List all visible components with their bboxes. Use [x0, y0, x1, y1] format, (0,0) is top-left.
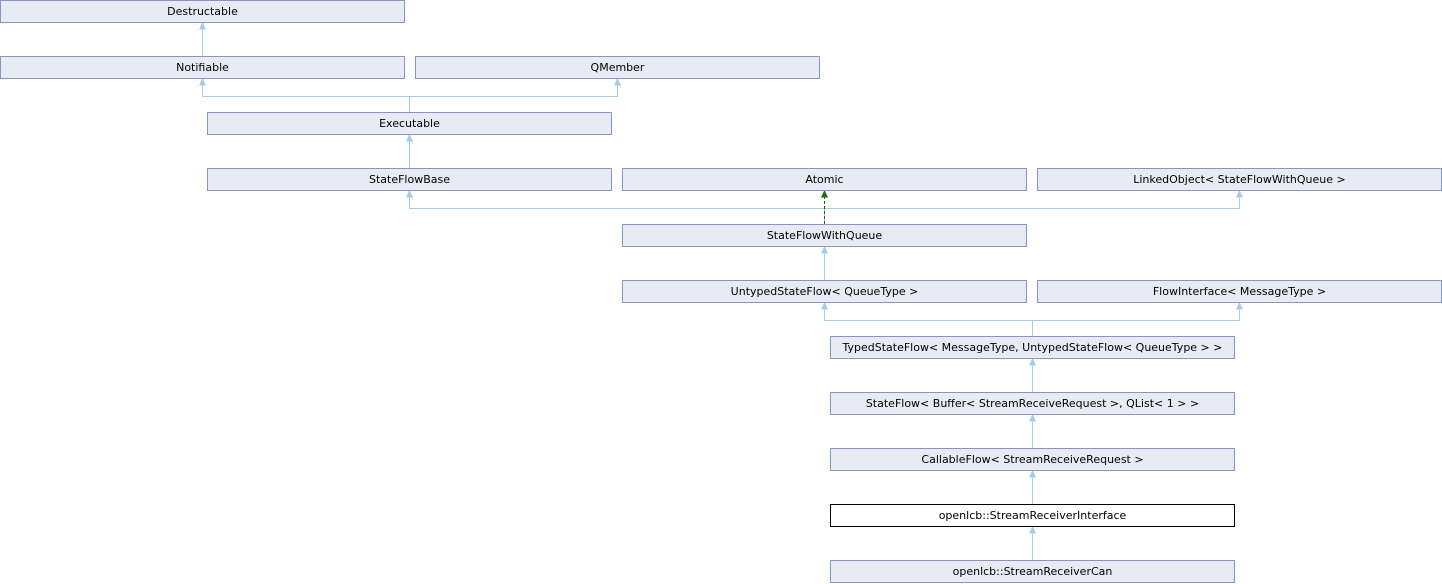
edge-typedstateflow-untypedstateflow-flowinterface	[821, 302, 1243, 336]
edge-streamreceiverinterface-callableflow	[1029, 470, 1036, 504]
node-executable[interactable]: Executable	[207, 112, 612, 135]
edge-stateflow-typedstateflow	[1029, 358, 1036, 392]
edge-executable-notifiable-qmember	[199, 78, 621, 112]
node-untypedstateflow[interactable]: UntypedStateFlow< QueueType >	[622, 280, 1027, 303]
node-qmember[interactable]: QMember	[415, 56, 820, 79]
node-notifiable[interactable]: Notifiable	[0, 56, 405, 79]
edge-callableflow-stateflow	[1029, 414, 1036, 448]
edge-notifiable-destructable	[199, 22, 206, 56]
node-atomic[interactable]: Atomic	[622, 168, 1027, 191]
node-stateflowwithqueue[interactable]: StateFlowWithQueue	[622, 224, 1027, 247]
node-linkedobject[interactable]: LinkedObject< StateFlowWithQueue >	[1037, 168, 1442, 191]
node-flowinterface[interactable]: FlowInterface< MessageType >	[1037, 280, 1442, 303]
edge-streamreceivercan-streamreceiverinterface	[1029, 526, 1036, 560]
edge-stateflowwithqueue-stateflowbase-linkedobject	[406, 190, 1243, 224]
node-streamreceiverinterface: openlcb::StreamReceiverInterface	[830, 504, 1235, 527]
edge-stateflowbase-executable	[406, 134, 413, 168]
edge-untypedstateflow-stateflowwithqueue	[821, 246, 828, 280]
node-stateflow[interactable]: StateFlow< Buffer< StreamReceiveRequest …	[830, 392, 1235, 415]
node-streamreceivercan[interactable]: openlcb::StreamReceiverCan	[830, 560, 1235, 583]
node-destructable[interactable]: Destructable	[0, 0, 405, 23]
node-stateflowbase[interactable]: StateFlowBase	[207, 168, 612, 191]
node-typedstateflow[interactable]: TypedStateFlow< MessageType, UntypedStat…	[830, 336, 1235, 359]
edge-stateflowwithqueue-atomic	[821, 190, 828, 224]
node-callableflow[interactable]: CallableFlow< StreamReceiveRequest >	[830, 448, 1235, 471]
